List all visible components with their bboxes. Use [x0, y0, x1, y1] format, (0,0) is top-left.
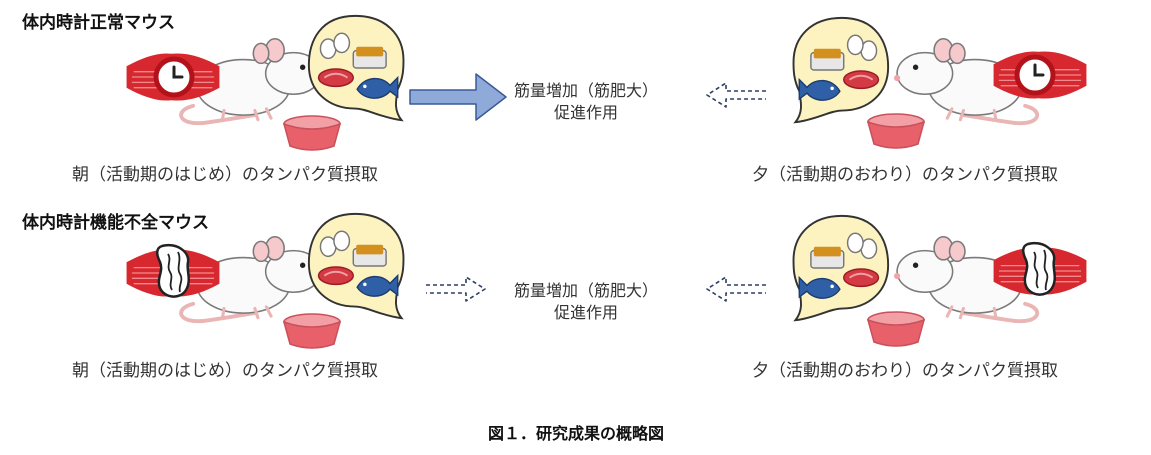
- panel-1-heading: 体内時計正常マウス: [22, 13, 175, 33]
- bowl-icon: [283, 115, 341, 151]
- clock-icon: [1013, 53, 1057, 97]
- effect-line-1: 筋量増加（筋肥大）: [513, 281, 658, 300]
- panel-1-effect: 筋量増加（筋肥大） 促進作用: [476, 80, 696, 124]
- panel-1-evening-caption: 夕（活動期のおわり）のタンパク質摂取: [752, 165, 1058, 185]
- broken-clock-icon: [155, 243, 190, 298]
- bowl-icon: [283, 313, 341, 349]
- food-bubble-icon: [307, 212, 405, 320]
- effect-line-2: 促進作用: [553, 103, 618, 122]
- panel-2-heading: 体内時計機能不全マウス: [22, 213, 209, 233]
- broken-clock-icon: [1021, 241, 1056, 296]
- effect-line-2: 促進作用: [553, 303, 618, 322]
- food-bubble-icon: [792, 16, 890, 124]
- food-bubble-icon: [792, 214, 890, 322]
- panel-1-morning-caption: 朝（活動期のはじめ）のタンパク質摂取: [72, 165, 378, 185]
- solid-arrow: [409, 73, 507, 121]
- panel-2-evening-caption: 夕（活動期のおわり）のタンパク質摂取: [752, 361, 1058, 381]
- clock-icon: [152, 55, 196, 99]
- dashed-arrow: [706, 82, 766, 108]
- effect-line-1: 筋量増加（筋肥大）: [513, 81, 658, 100]
- panel-2-morning-caption: 朝（活動期のはじめ）のタンパク質摂取: [72, 361, 378, 381]
- dashed-arrow: [426, 276, 486, 302]
- dashed-arrow: [706, 276, 766, 302]
- figure-caption: 図１．研究成果の概略図: [487, 424, 664, 443]
- panel-2-effect: 筋量増加（筋肥大） 促進作用: [476, 280, 696, 324]
- food-bubble-icon: [307, 14, 405, 122]
